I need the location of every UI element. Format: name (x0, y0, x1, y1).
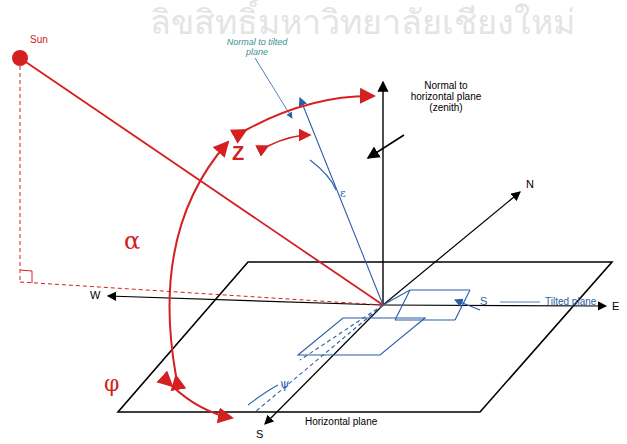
compass-label: N (526, 178, 534, 190)
tilt-angle-symbol: ε (340, 188, 346, 200)
surface-azimuth-symbol: ψ (280, 378, 289, 391)
zenith-angle-symbol: Z (232, 142, 244, 164)
sun-label: Sun (30, 34, 48, 45)
altitude-angle-symbol: α (124, 228, 140, 254)
azimuth-angle-symbol: φ (104, 372, 119, 396)
compass-label: S (256, 428, 263, 440)
tilted-normal-label: Normal to tilted plane (222, 38, 292, 58)
horizontal-plane-label: Horizontal plane (305, 416, 377, 427)
watermark: ลิขสิทธิ์มหาวิทยาลัยเชียงใหม่ (150, 4, 575, 41)
zenith-label: Normal to horizontal plane (zenith) (406, 80, 486, 113)
plane-angle-symbol: S (480, 295, 487, 307)
tilted-plane-label: Tilted plane (545, 296, 596, 307)
compass-label: W (90, 289, 100, 301)
compass-label: E (612, 300, 619, 312)
